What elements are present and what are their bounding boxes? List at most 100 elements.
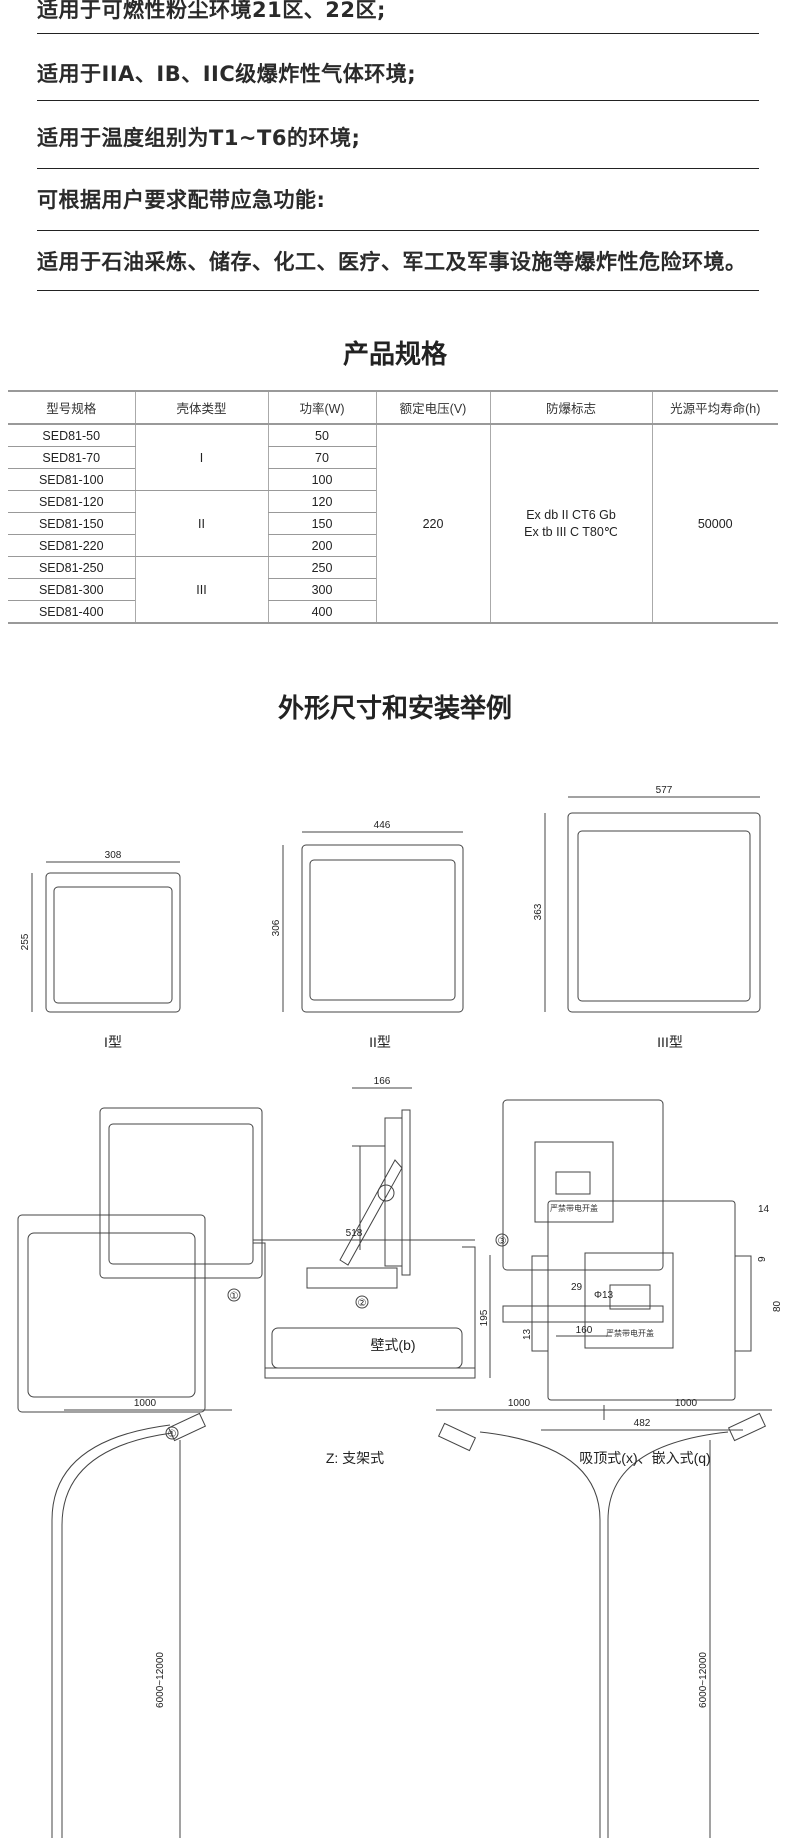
dim-text: 363	[533, 903, 544, 920]
dim-text: 160	[576, 1325, 593, 1336]
divider	[37, 100, 759, 101]
model-cell: SED81-400	[8, 600, 135, 624]
bracket-side-drawing: 518 195 ③	[253, 1228, 509, 1379]
power-cell: 150	[267, 512, 376, 535]
type2-label: II型	[369, 1034, 391, 1050]
model-cell: SED81-220	[8, 534, 135, 557]
feature-line: 适用于IIA、IB、IIC级爆炸性气体环境;	[37, 62, 417, 86]
marker: ③	[498, 1236, 507, 1247]
warning-text: 严禁带电开盖	[550, 1203, 598, 1213]
ex-mark-cell: Ex db II CT6 Gb Ex tb III C T80℃	[489, 424, 652, 624]
feature-line: 适用于温度组别为T1~T6的环境;	[37, 126, 361, 150]
power-cell: 200	[267, 534, 376, 557]
dim-text: 518	[346, 1228, 363, 1239]
dim-text: 29	[571, 1282, 583, 1293]
dim-text: 80	[772, 1300, 783, 1312]
warning-text: 严禁带电开盖	[606, 1328, 654, 1338]
feature-line: 可根据用户要求配带应急功能:	[37, 188, 326, 212]
dim-text: 1000	[508, 1398, 531, 1409]
header-cell: 光源平均寿命(h)	[651, 390, 778, 425]
ex-mark: Ex tb III C T80℃	[524, 524, 618, 539]
dim-text: 446	[374, 820, 391, 831]
model-cell: SED81-100	[8, 468, 135, 491]
model-cell: SED81-300	[8, 578, 135, 601]
type-cell: I	[134, 424, 268, 491]
ex-mark: Ex db II CT6 Gb	[526, 507, 616, 522]
header-cell: 防爆标志	[489, 390, 652, 425]
power-cell: 100	[267, 468, 376, 491]
table-row: SED81-300 300	[8, 578, 778, 601]
marker: ①	[230, 1291, 239, 1302]
header-cell: 型号规格	[8, 390, 135, 425]
bracket-front-drawing: ①	[17, 1214, 206, 1440]
dim-text: 9	[757, 1256, 768, 1262]
type-cell: II	[134, 490, 268, 557]
dim-text: Φ13	[594, 1290, 614, 1301]
dim-text: 255	[20, 933, 31, 950]
table-row: SED81-50 I 50 220 Ex db II CT6 Gb Ex tb I…	[8, 424, 778, 624]
power-cell: 120	[267, 490, 376, 513]
dim-text: 6000~12000	[698, 1652, 709, 1708]
type1-label: I型	[104, 1034, 122, 1050]
type3-label: III型	[657, 1034, 683, 1050]
power-cell: 400	[267, 600, 376, 624]
type-cell: III	[134, 556, 268, 624]
dim-text: 14	[758, 1204, 770, 1215]
header-cell: 壳体类型	[134, 390, 268, 425]
wall-side-drawing: 166 ②	[339, 1076, 412, 1309]
spec-title: 产品规格	[342, 340, 447, 370]
header-cell: 额定电压(V)	[375, 390, 490, 425]
table-row: SED81-150 150	[8, 512, 778, 535]
table-row: SED81-70 70	[8, 446, 778, 469]
table-row: SED81-220 200	[8, 534, 778, 557]
wall-back-drawing: 严禁带电开盖 29 Φ13 13 160	[502, 1099, 664, 1340]
life-cell: 50000	[651, 424, 778, 624]
voltage-cell: 220	[375, 424, 490, 624]
ceiling-drawing: 严禁带电开盖 482 14 9 80	[531, 1200, 783, 1431]
dim-text: 6000~12000	[155, 1652, 166, 1708]
wall-mount-label: 壁式(b)	[370, 1337, 416, 1353]
divider	[37, 168, 759, 169]
dims-title: 外形尺寸和安装举例	[277, 694, 512, 724]
dim-text: 306	[271, 919, 282, 936]
feature-line: 适用于石油采炼、储存、化工、医疗、军工及军事设施等爆炸性危险环境。	[37, 250, 747, 274]
dim-text: 482	[634, 1418, 651, 1429]
model-cell: SED81-120	[8, 490, 135, 513]
power-cell: 250	[267, 556, 376, 579]
table-header: 型号规格 壳体类型 功率(W) 额定电压(V) 防爆标志 光源平均寿命(h)	[8, 390, 778, 425]
table-row: SED81-400 400	[8, 600, 778, 624]
dim-text: 308	[105, 850, 122, 861]
double-pole-drawing: 1000 1000 6000~12000	[436, 1398, 772, 1838]
dim-text: 1000	[134, 1398, 157, 1409]
ceiling-mount-label: 吸顶式(x)、嵌入式(q)	[579, 1450, 711, 1466]
type3-drawing: 577 363	[533, 785, 761, 1013]
type2-drawing: 446 306	[271, 820, 464, 1013]
dim-text: 1000	[675, 1398, 698, 1409]
header-cell: 功率(W)	[267, 390, 376, 425]
marker: ②	[358, 1298, 367, 1309]
dim-text: 166	[374, 1076, 391, 1087]
dim-text: 13	[522, 1328, 533, 1340]
power-cell: 300	[267, 578, 376, 601]
spec-table: 型号规格 壳体类型 功率(W) 额定电压(V) 防爆标志 光源平均寿命(h) S…	[8, 390, 778, 624]
dim-text: 195	[479, 1309, 490, 1326]
model-cell: SED81-150	[8, 512, 135, 535]
model-cell: SED81-50	[8, 424, 135, 447]
power-cell: 70	[267, 446, 376, 469]
table-row: SED81-100 100	[8, 468, 778, 491]
divider	[37, 290, 759, 291]
divider	[37, 230, 759, 231]
bracket-mount-label: Z: 支架式	[325, 1450, 385, 1466]
dim-text: 577	[656, 785, 673, 796]
model-cell: SED81-250	[8, 556, 135, 579]
feature-line: 适用于可燃性粉尘环境21区、22区;	[37, 0, 386, 22]
power-cell: 50	[267, 424, 376, 447]
type1-drawing: 308 255	[20, 850, 181, 1013]
model-cell: SED81-70	[8, 446, 135, 469]
divider	[37, 33, 759, 34]
wall-front-drawing: ①	[99, 1107, 263, 1302]
